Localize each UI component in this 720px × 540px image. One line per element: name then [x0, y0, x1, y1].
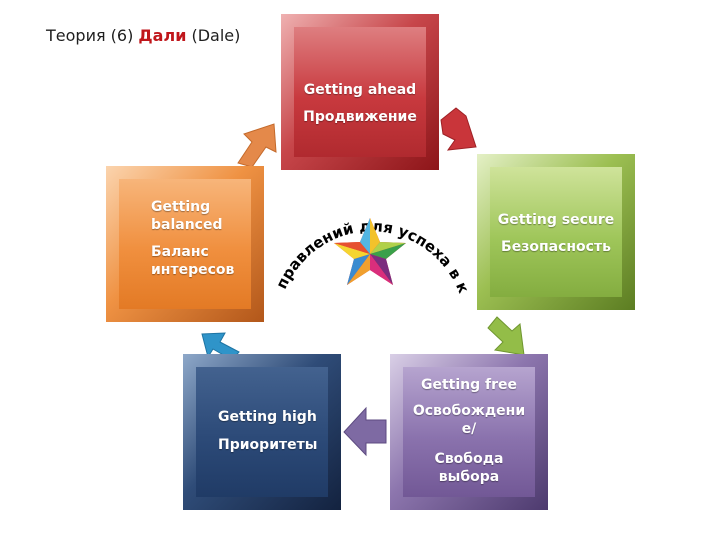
arrow-free-to-high-icon	[343, 406, 387, 457]
block-face: Getting ahead Продвижение	[294, 27, 426, 157]
block-ru-label: Безопасность	[501, 239, 611, 255]
block-en-label-1: Getting	[151, 199, 211, 215]
multicolor-star-icon	[334, 218, 406, 285]
center-arc-text: Пять направлений для успеха в карьере	[0, 0, 473, 296]
block-en-label: Getting ahead	[303, 82, 417, 98]
block-en-label: Getting high	[218, 409, 317, 425]
block-face: Getting high Приоритеты	[196, 367, 328, 497]
block-ru-label-2: интересов	[151, 262, 235, 278]
block-en-label-2: balanced	[151, 217, 223, 233]
block-getting-balanced: Getting balanced Баланс интересов	[106, 166, 264, 322]
block-ru-label: Продвижение	[303, 109, 417, 125]
block-getting-high: Getting high Приоритеты	[183, 354, 341, 510]
block-face: Getting balanced Баланс интересов	[119, 179, 251, 309]
block-getting-secure: Getting secure Безопасность	[477, 154, 635, 310]
block-en-label: Getting free	[420, 377, 518, 393]
title-prefix: Теория (6)	[46, 26, 139, 45]
arrow-balanced-to-ahead-icon	[237, 123, 277, 168]
block-getting-free: Getting free Освобождени е/ Свобода выбо…	[390, 354, 548, 510]
block-ru-label: Приоритеты	[218, 437, 318, 453]
block-en-label: Getting secure	[497, 212, 615, 228]
block-face: Getting secure Безопасность	[490, 167, 622, 297]
block-ru-label-1: Освобождени	[412, 403, 526, 419]
arrow-ahead-to-secure-icon	[440, 107, 477, 151]
title-suffix: (Dale)	[186, 26, 241, 45]
block-ru-label-1: Баланс	[151, 244, 209, 260]
title-name: Дали	[138, 26, 187, 45]
arrow-secure-to-free-icon	[487, 316, 525, 356]
block-ru-label-4: выбора	[438, 469, 500, 485]
block-getting-ahead: Getting ahead Продвижение	[281, 14, 439, 170]
slide-title: Теория (6) Дали (Dale)	[46, 26, 240, 45]
block-face: Getting free Освобождени е/ Свобода выбо…	[403, 367, 535, 497]
block-ru-label-2: е/	[461, 421, 477, 437]
block-ru-label-3: Свобода	[434, 451, 504, 467]
